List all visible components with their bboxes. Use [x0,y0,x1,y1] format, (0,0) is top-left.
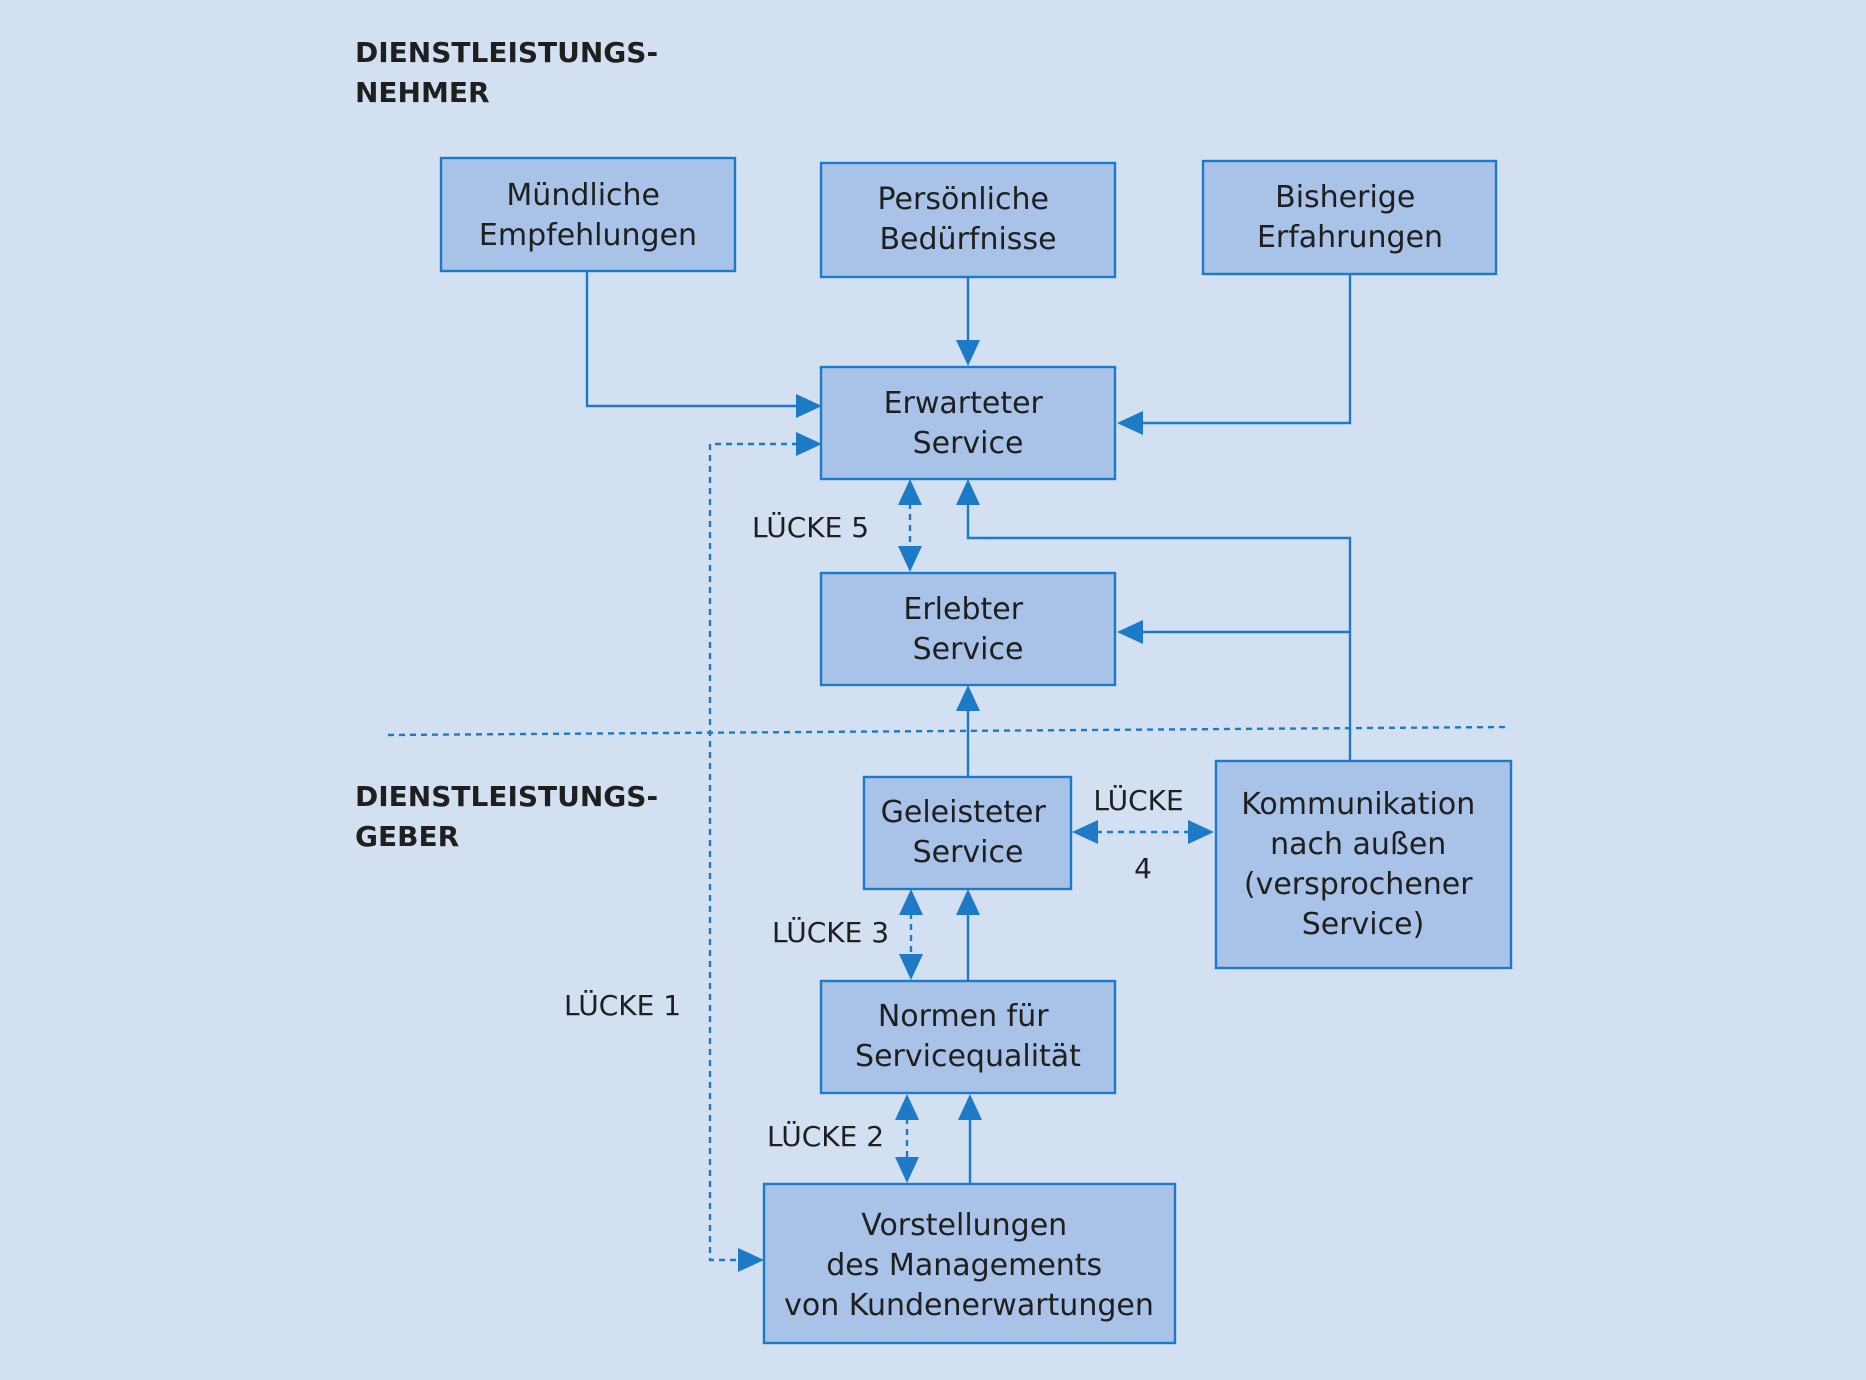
gap1-label: LÜCKE 1 [564,988,681,1022]
svg-text:Geleisteter Service: Geleisteter Service [881,795,1056,870]
gap4-arrow-left [1072,820,1098,844]
arrow-word-of-mouth-to-expected [796,394,822,418]
gap2-label: LÜCKE 2 [767,1119,884,1153]
gap5-arrow-down [898,546,922,572]
gap3-arrow-down [899,954,923,980]
node-quality-standards: Normen für Servicequalität [819,979,1117,1095]
svg-text:Vorstellungen des Manage: Vorstellungen des Managements von Kunden… [784,1208,1154,1323]
provider-heading: DIENSTLEISTUNGS- GEBER [355,780,668,853]
node-external-communication: Kommunikation nach außen (versprochener … [1214,759,1513,970]
edge-experience-to-expected [1141,274,1352,425]
customer-provider-separator [387,725,1509,737]
svg-text:Mündliche Empfehlungen: Mündliche Empfehlungen [479,178,697,253]
svg-text:Erlebter Service: Erlebter Service [903,592,1032,667]
node-expected-service: Erwarteter Service [819,365,1117,481]
gap5-arrow-up [898,479,922,505]
gap5-label: LÜCKE 5 [752,510,869,544]
gap1-arrow-to-management [738,1248,764,1272]
svg-text:Erwarteter Service: Erwarteter Service [884,386,1053,461]
arrow-delivered-to-perceived [956,685,980,711]
node-delivered-service: Geleisteter Service [862,775,1073,891]
node-personal-needs: Persönliche Bedürfnisse [819,161,1117,279]
gap2-arrow-up [895,1094,919,1120]
gap1-arrow-to-expected [796,432,822,456]
gap4-arrow-right [1188,820,1214,844]
node-word-of-mouth: Mündliche Empfehlungen [439,156,737,273]
svg-text:Normen für Servicequalit: Normen für Servicequalität [855,999,1081,1074]
arrow-communication-to-perceived [1117,620,1143,644]
arrow-standards-to-delivered [956,889,980,915]
customer-heading: DIENSTLEISTUNGS- NEHMER [355,36,668,109]
node-management-perceptions: Vorstellungen des Managements von Kunden… [762,1182,1177,1345]
edge-word-of-mouth-to-expected [585,271,798,408]
node-perceived-service: Erlebter Service [819,571,1117,687]
gap2-arrow-down [895,1157,919,1183]
arrow-communication-to-expected [956,479,980,505]
arrow-needs-to-expected [956,340,980,366]
svg-text:Persönliche Bedürfnisse: Persönliche Bedürfnisse [878,182,1059,257]
svg-text:Kommunikation nach außen: Kommunikation nach außen (versprochener … [1241,787,1485,942]
arrow-experience-to-expected [1117,411,1143,435]
gap4-label: LÜCKE 4 [1093,783,1192,885]
gap3-label: LÜCKE 3 [772,915,889,949]
svg-text:Bisherige Erfahrungen: Bisherige Erfahrungen [1257,180,1443,255]
gap3-arrow-up [899,889,923,915]
gap1-connector [708,442,798,1262]
arrow-management-to-standards [958,1094,982,1120]
node-past-experience: Bisherige Erfahrungen [1201,159,1498,276]
edge-communication-to-expected [966,503,1352,760]
